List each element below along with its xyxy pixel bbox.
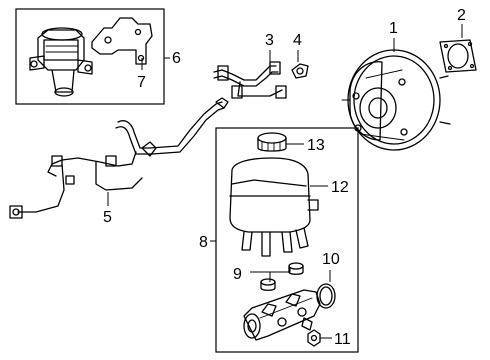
grommet-9a xyxy=(288,262,304,275)
pump-group-box xyxy=(15,8,165,105)
master-cylinder-body xyxy=(243,289,321,341)
clip-4 xyxy=(291,63,309,79)
vacuum-hose-5 xyxy=(9,97,229,219)
reservoir-cap-13 xyxy=(257,132,287,152)
callout-1: 1 xyxy=(389,20,398,37)
gasket-2 xyxy=(439,39,477,73)
vacuum-hose-3 xyxy=(213,61,287,99)
pump-bracket xyxy=(91,17,153,65)
callout-12: 12 xyxy=(331,179,349,196)
callout-8: 8 xyxy=(199,234,208,251)
callout-7: 7 xyxy=(137,74,146,91)
nut-11 xyxy=(307,329,321,347)
callout-6: 6 xyxy=(172,50,181,67)
vacuum-pump xyxy=(29,27,93,97)
callout-5: 5 xyxy=(103,209,112,226)
callout-11: 11 xyxy=(334,331,351,348)
grommet-9b xyxy=(260,278,276,291)
callout-2: 2 xyxy=(457,7,466,24)
callout-3: 3 xyxy=(265,32,274,49)
master-cylinder-group-box xyxy=(215,127,359,353)
callout-4: 4 xyxy=(293,32,302,49)
fluid-reservoir-12 xyxy=(229,157,319,257)
callout-9: 9 xyxy=(233,266,242,283)
callout-10: 10 xyxy=(322,251,340,268)
callout-13: 13 xyxy=(307,137,325,154)
